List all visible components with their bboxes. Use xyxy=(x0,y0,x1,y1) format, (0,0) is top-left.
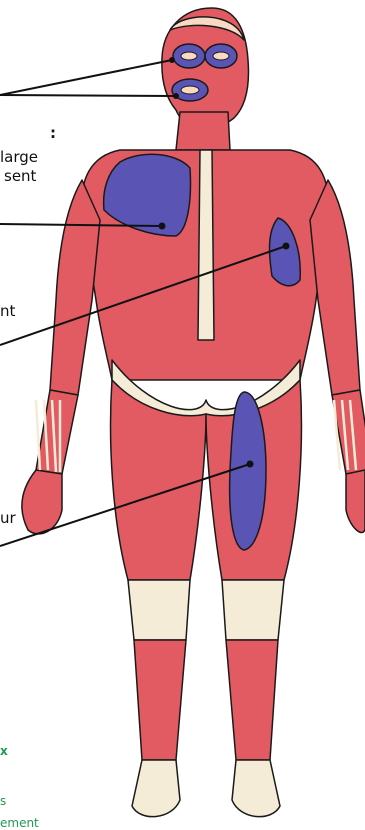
left-hand xyxy=(22,470,62,534)
right-foot xyxy=(232,760,280,817)
pointer-dot-biceps xyxy=(283,243,290,250)
right-hand xyxy=(346,470,365,533)
quadriceps-highlight xyxy=(230,392,266,550)
left-shin xyxy=(134,640,186,760)
left-upper-arm xyxy=(50,180,100,395)
pointer-dot-eyes xyxy=(169,57,175,63)
left-knee xyxy=(128,580,190,640)
pointer-dot-mouth xyxy=(173,93,179,99)
linea-alba xyxy=(198,150,214,340)
left-foot xyxy=(132,760,180,817)
eye-left-icon xyxy=(181,52,197,60)
leader-line-eyes xyxy=(0,60,172,95)
pointer-dot-quadriceps xyxy=(247,461,254,468)
pointer-dot-pectoral xyxy=(159,223,166,230)
right-shin xyxy=(226,640,278,760)
right-knee xyxy=(222,580,284,640)
leader-line-mouth xyxy=(0,95,176,96)
eye-right-icon xyxy=(213,52,229,60)
neck xyxy=(176,112,230,150)
left-forearm xyxy=(36,390,78,474)
lips-icon xyxy=(181,86,199,94)
right-upper-arm xyxy=(310,180,360,395)
